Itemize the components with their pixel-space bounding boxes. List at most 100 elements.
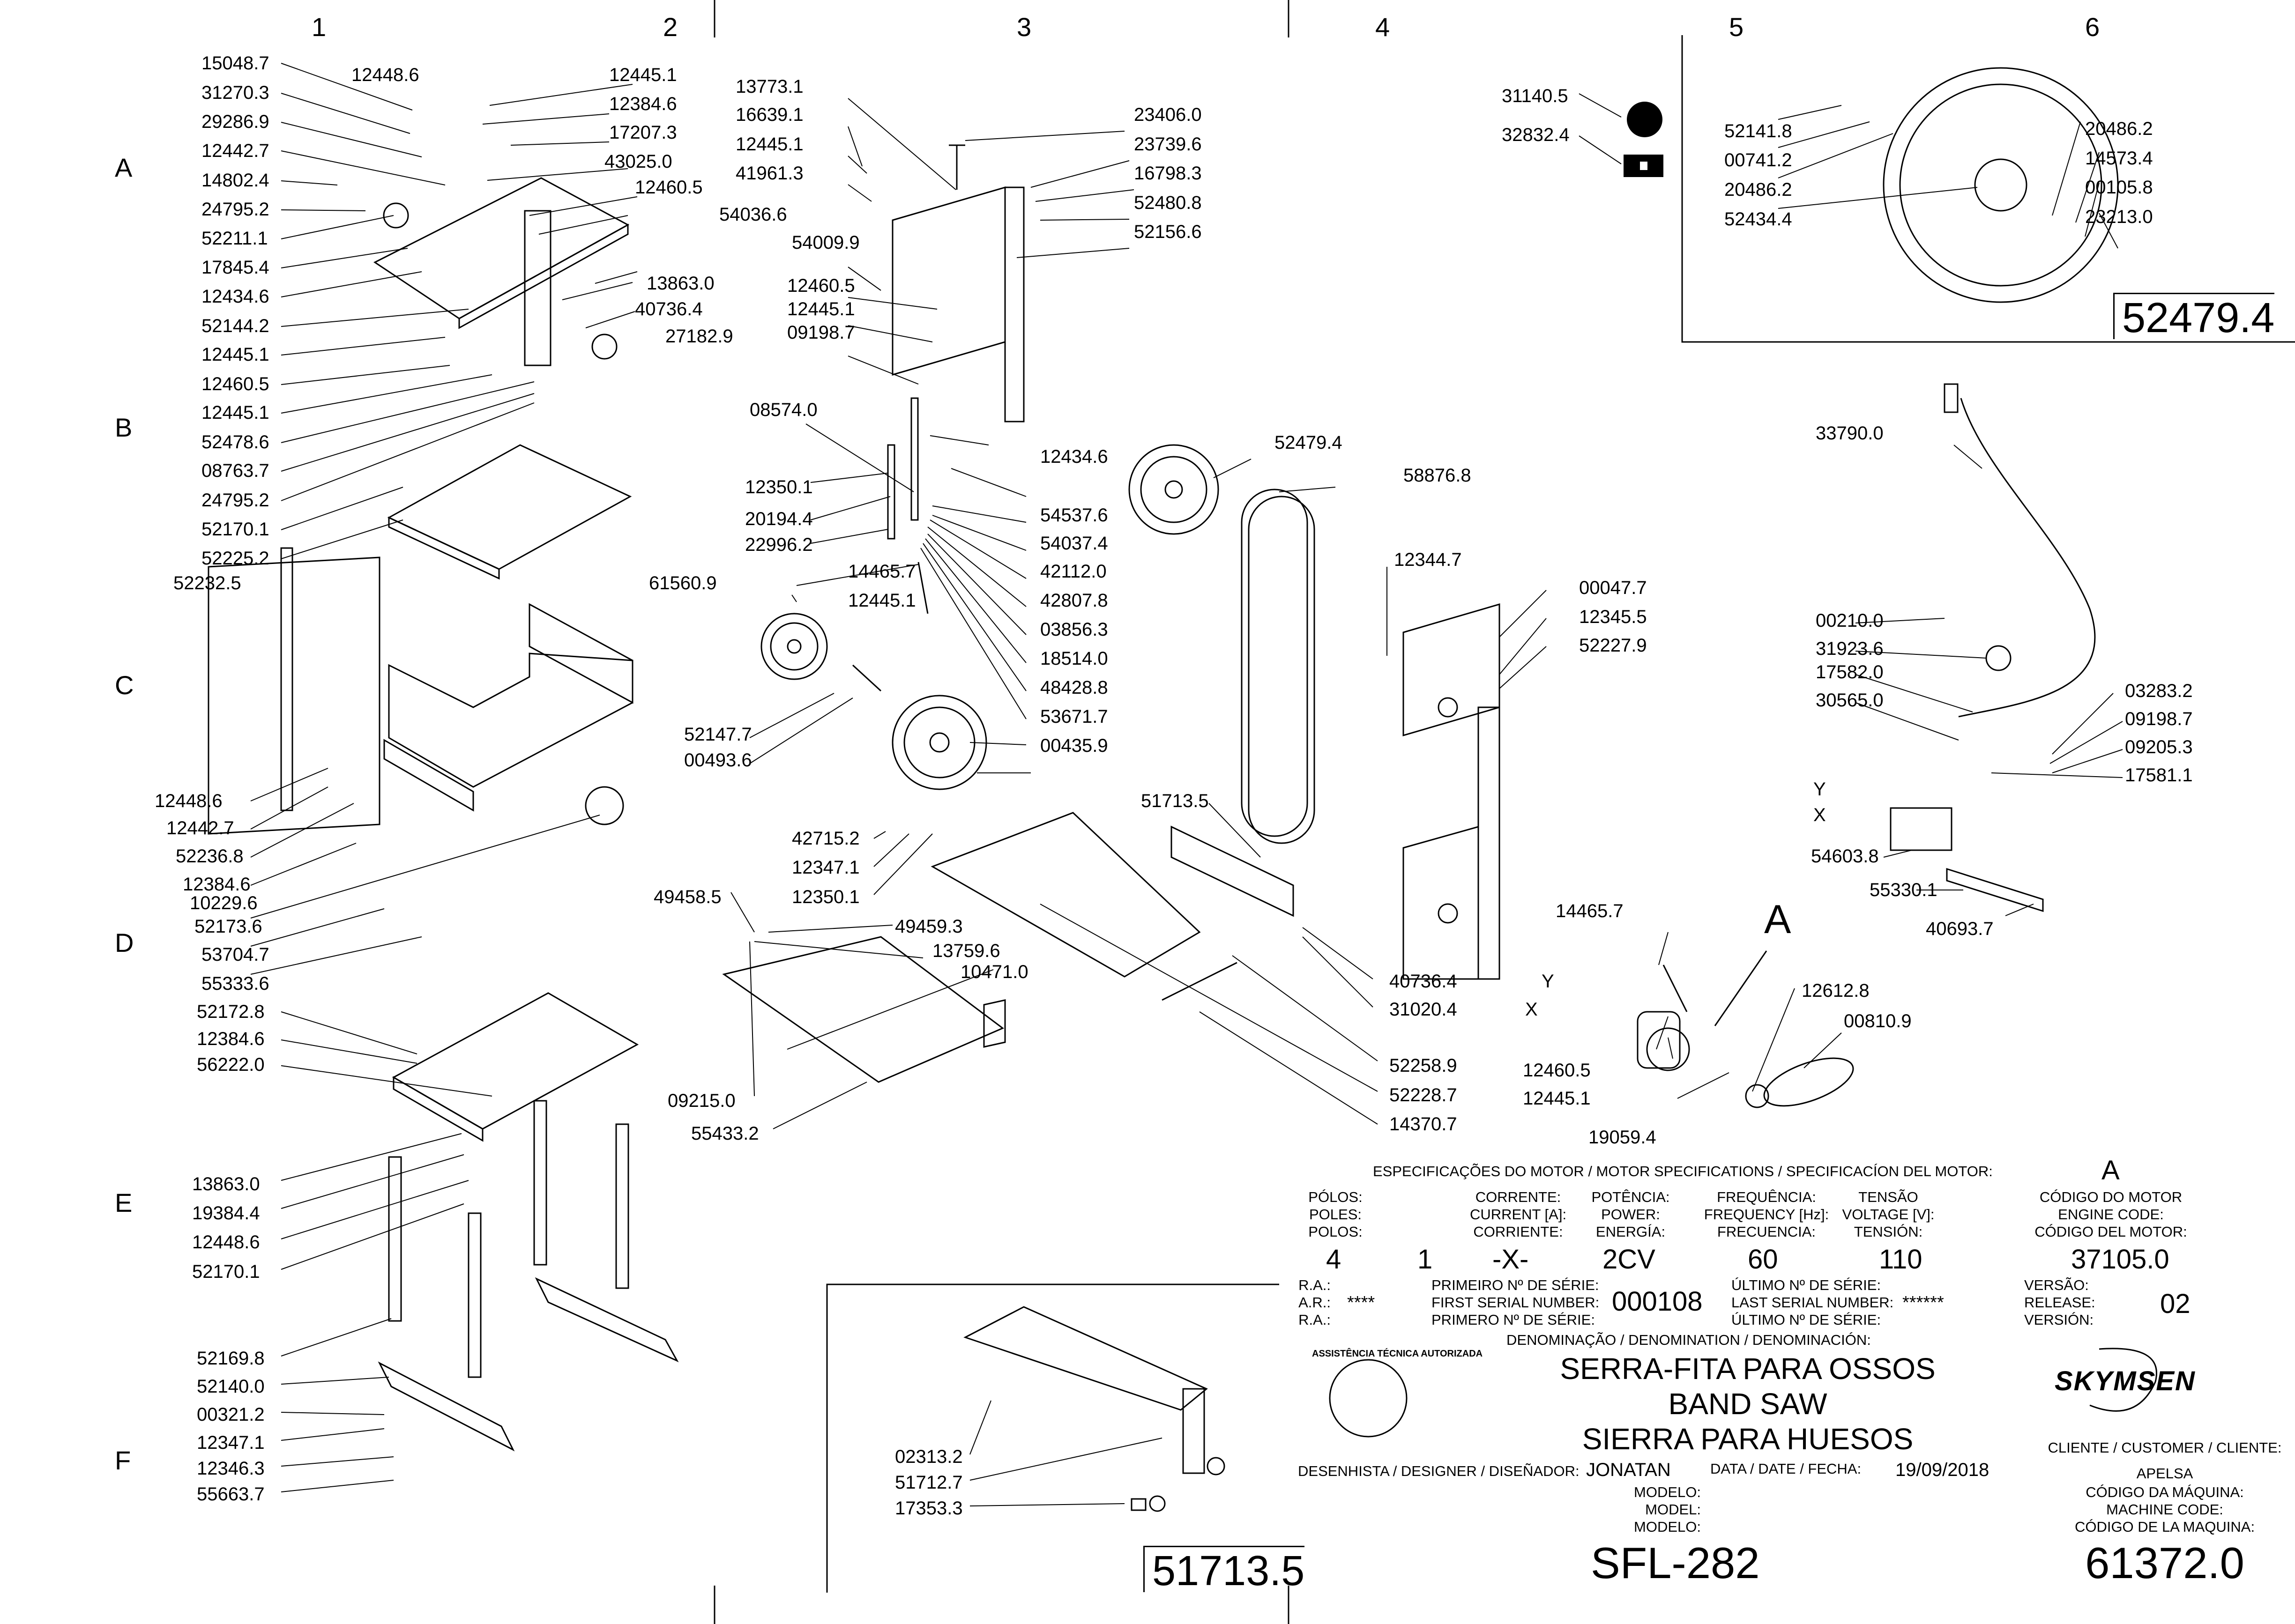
voltage-label: TENSÃO: [1858, 1189, 1918, 1205]
part-label: 12448.6: [155, 791, 223, 811]
engine-code-value: 37105.0: [2071, 1244, 2169, 1275]
ra-value: ****: [1347, 1293, 1375, 1313]
part-label: 00435.9: [1040, 735, 1108, 756]
power-label: POWER:: [1601, 1206, 1660, 1223]
part-label: 09198.7: [787, 322, 855, 343]
poles-label: POLES:: [1309, 1206, 1362, 1223]
part-label: 14465.7: [1556, 901, 1624, 921]
part-label: 20486.2: [1724, 179, 1792, 200]
part-label: 31270.3: [201, 82, 269, 103]
part-label: 61560.9: [649, 573, 717, 593]
first-serial-value: 000108: [1612, 1286, 1703, 1317]
grid-column-6: 6: [2085, 12, 2100, 42]
grid-column-2: 2: [663, 12, 678, 42]
part-label: 54037.4: [1040, 533, 1108, 554]
part-label: 52144.2: [201, 316, 269, 336]
part-label: 17207.3: [609, 122, 677, 143]
part-label: 08763.7: [201, 460, 269, 481]
part-label: 00321.2: [197, 1404, 265, 1425]
first-serial-label: FIRST SERIAL NUMBER:: [1431, 1294, 1600, 1311]
pulley-detail-frame: [1681, 35, 2295, 343]
power-label: POTÊNCIA:: [1591, 1189, 1670, 1205]
model-label: MODELO:: [1634, 1519, 1701, 1535]
part-label: 12445.1: [787, 299, 855, 319]
part-label: 52173.6: [194, 916, 262, 937]
engine-code-label: CÓDIGO DEL MOTOR:: [2034, 1224, 2187, 1240]
upper-frame-assembly: [887, 144, 1025, 540]
part-label: 12434.6: [201, 286, 269, 307]
part-label: 49459.3: [895, 916, 963, 937]
part-label: 03856.3: [1040, 619, 1108, 640]
part-label: 31020.4: [1389, 999, 1457, 1020]
machine-code-label: MACHINE CODE:: [2106, 1501, 2223, 1518]
part-label: 52479.4: [1274, 432, 1342, 453]
part-label: 12384.6: [197, 1029, 265, 1049]
part-label: 09198.7: [2125, 709, 2193, 729]
phase-value: 1: [1417, 1244, 1433, 1275]
table-assembly-number: 51713.5: [1143, 1546, 1305, 1592]
part-label: 54009.9: [792, 232, 860, 253]
part-label: 16639.1: [736, 104, 804, 125]
part-label: 00047.7: [1579, 578, 1647, 598]
table-detail-frame: [826, 1283, 1279, 1593]
denomination-es: SIERRA PARA HUESOS: [1582, 1422, 1914, 1456]
part-label: 08574.0: [750, 400, 818, 420]
customer-label: CLIENTE / CUSTOMER / CLIENTE:: [2048, 1439, 2282, 1456]
part-label: 12460.5: [787, 275, 855, 296]
blade-drawing: [1241, 489, 1315, 844]
date-value: 19/09/2018: [1895, 1460, 1989, 1480]
part-label: 56222.0: [197, 1054, 265, 1075]
grid-row-a: A: [115, 153, 133, 182]
version-label: VERSÃO:: [2024, 1277, 2089, 1293]
part-label: 42112.0: [1040, 561, 1107, 582]
poles-value: 4: [1326, 1244, 1341, 1275]
designer-value: JONATAN: [1586, 1460, 1671, 1480]
axis-marker-y: Y: [1542, 971, 1554, 992]
part-label: 16798.3: [1134, 163, 1202, 184]
part-label: 12448.6: [351, 65, 419, 85]
grid-column-1: 1: [312, 12, 327, 42]
last-serial-label: ÚLTIMO Nº DE SÉRIE:: [1731, 1312, 1881, 1328]
sliding-table-drawing: [722, 812, 1294, 1083]
part-label: 12347.1: [197, 1432, 265, 1453]
current-label: CORRENTE:: [1475, 1189, 1561, 1205]
part-label: 52169.8: [197, 1348, 265, 1369]
part-label: 12460.5: [635, 177, 703, 198]
part-label: 55433.2: [691, 1123, 759, 1144]
brand-swoosh: [2089, 1348, 2157, 1412]
part-label: 32832.4: [1502, 125, 1570, 145]
part-label: 33790.0: [1816, 423, 1884, 444]
part-label: 52140.0: [197, 1376, 265, 1397]
part-label: 52228.7: [1389, 1085, 1457, 1105]
grid-row-b: B: [115, 413, 133, 442]
black-knob-icon: [1627, 102, 1662, 137]
voltage-label: TENSIÓN:: [1854, 1224, 1923, 1240]
version-value: 02: [2160, 1289, 2191, 1319]
grid-column-4: 4: [1375, 12, 1390, 42]
wheel-drawings: [760, 67, 2119, 790]
version-label: RELEASE:: [2024, 1294, 2095, 1311]
part-label: 12344.7: [1394, 549, 1462, 570]
engine-code-label: ENGINE CODE:: [2058, 1206, 2164, 1223]
part-label: 12350.1: [792, 887, 860, 907]
grid-row-f: F: [115, 1446, 131, 1475]
power-value: 2CV: [1602, 1244, 1655, 1275]
part-label: 00210.0: [1816, 610, 1884, 631]
grid-row-d: D: [115, 928, 134, 957]
current-label: CORRIENTE:: [1473, 1224, 1563, 1240]
part-label: 48428.8: [1040, 677, 1108, 698]
part-label: 17353.3: [895, 1498, 963, 1519]
machine-code-label: CÓDIGO DE LA MAQUINA:: [2074, 1519, 2255, 1535]
part-label: 52227.9: [1579, 635, 1647, 656]
denomination-en: BAND SAW: [1668, 1387, 1827, 1421]
date-label: DATA / DATE / FECHA:: [1710, 1461, 1862, 1477]
denomination-label: DENOMINAÇÃO / DENOMINATION / DENOMINACIÓ…: [1506, 1332, 1871, 1348]
part-label: 24795.2: [201, 490, 269, 511]
last-serial-value: ******: [1902, 1293, 1944, 1313]
model-label: MODELO:: [1634, 1484, 1701, 1500]
part-label: 40693.7: [1926, 919, 1994, 939]
part-label: 20486.2: [2085, 119, 2153, 139]
electrical-drawing: [1890, 383, 2096, 912]
part-label: 23213.0: [2085, 207, 2153, 227]
voltage-label: VOLTAGE [V]:: [1842, 1206, 1935, 1223]
